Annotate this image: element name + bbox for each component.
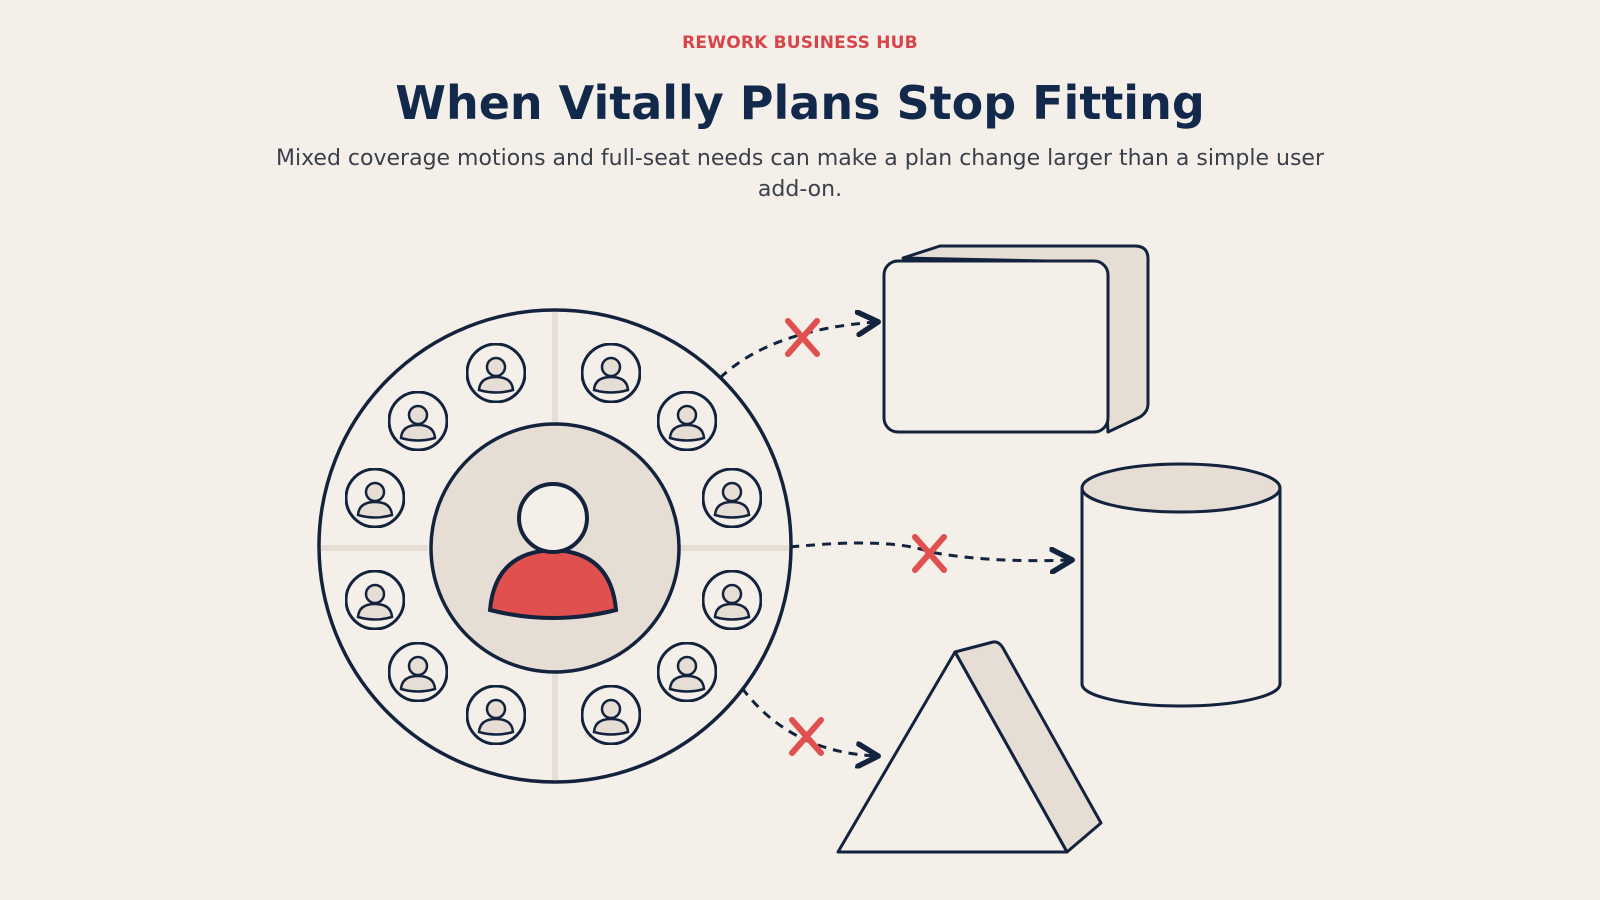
seat-hub — [317, 308, 793, 784]
seat-user-icon — [345, 570, 405, 630]
box-shape — [882, 244, 1150, 434]
page-subtitle: Mixed coverage motions and full-seat nee… — [276, 146, 1324, 202]
seat-user-icon — [581, 343, 641, 403]
seat-user-icon — [581, 685, 641, 745]
path-to-cylinder-arrow — [789, 541, 1070, 561]
seat-user-icon — [657, 391, 717, 451]
seat-user-icon — [466, 343, 526, 403]
seat-user-icon — [702, 570, 762, 630]
seat-user-icon — [345, 468, 405, 528]
cylinder-shape — [1080, 462, 1282, 708]
blocked-x-icon — [912, 534, 947, 573]
seat-user-icon — [702, 468, 762, 528]
brand-eyebrow: REWORK BUSINESS HUB — [682, 33, 918, 53]
triangle-prism-shape — [836, 640, 1103, 854]
seat-user-icon — [657, 642, 717, 702]
blocked-x-icon — [785, 318, 820, 357]
page-title: When Vitally Plans Stop Fitting — [395, 76, 1205, 130]
seat-user-icon — [388, 391, 448, 451]
primary-user-icon — [487, 482, 619, 620]
seat-user-icon — [388, 642, 448, 702]
seat-user-icon — [466, 685, 526, 745]
path-to-box-arrow — [718, 322, 876, 380]
blocked-x-icon — [789, 717, 824, 756]
path-to-triangle-arrow — [740, 687, 876, 756]
